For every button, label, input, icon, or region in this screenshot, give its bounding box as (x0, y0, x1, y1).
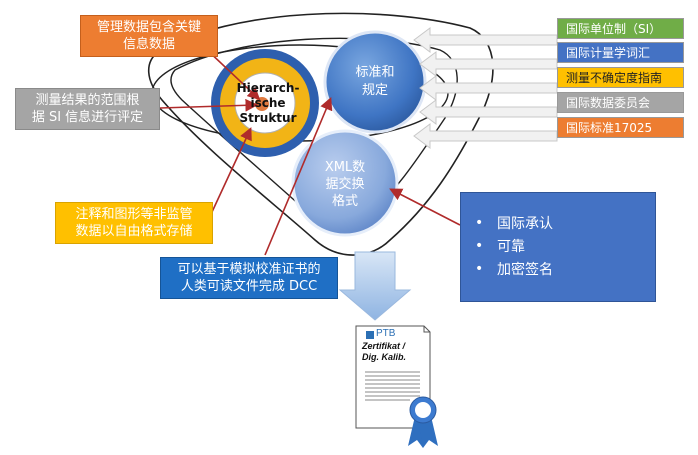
hierarchy-label: Hierarch- ische Struktur (232, 74, 304, 132)
benefit-item: • 加密签名 (475, 257, 655, 280)
callout-free-format-line: 数据以自由格式存储 (75, 224, 193, 239)
benefit-item: • 国际承认 (475, 211, 655, 234)
source-gum-label: 测量不确定度指南 (566, 71, 663, 85)
callout-si-eval-line: 测量结果的范围根 (35, 93, 140, 108)
callout-key-info-line: 管理数据包含关键 (96, 20, 201, 35)
callout-free-format: 注释和图形等非监管 数据以自由格式存储 (55, 202, 213, 244)
source-vim: 国际计量学词汇 (557, 42, 684, 63)
certificate-title: Zertifikat / Dig. Kalib. (362, 341, 428, 363)
output-arrow (338, 251, 412, 321)
standards-circle (323, 30, 427, 134)
certificate-logo: PTB (376, 328, 396, 339)
callout-human-readable-line: 人类可读文件完成 DCC (180, 279, 318, 294)
source-vim-label: 国际计量学词汇 (566, 46, 651, 60)
callout-human-readable: 可以基于模拟校准证书的 人类可读文件完成 DCC (160, 257, 338, 299)
callout-key-info-line: 信息数据 (122, 37, 175, 52)
standards-label: 标准和 规定 (335, 60, 415, 104)
benefit-label: 加密签名 (497, 261, 553, 278)
benefit-item: • 可靠 (475, 234, 655, 257)
certificate (355, 325, 438, 448)
callout-free-format-line: 注释和图形等非监管 (75, 207, 193, 222)
hierarchy-label-line: Hierarch- (236, 80, 300, 95)
benefit-label: 国际承认 (497, 215, 553, 232)
xml-label-line: XML数 (324, 159, 366, 175)
certificate-title-line: Zertifikat / (362, 341, 406, 351)
bullet-icon: • (475, 260, 484, 277)
source-gum: 测量不确定度指南 (557, 67, 684, 88)
callout-si-eval-line: 据 SI 信息进行评定 (31, 110, 144, 125)
source-codata: 国际数据委员会 (557, 92, 684, 113)
benefits-box: • 国际承认 • 可靠 • 加密签名 (460, 192, 656, 302)
hierarchy-circle-core (255, 97, 269, 111)
certificate-title-line: Dig. Kalib. (362, 352, 407, 362)
source-si-label: 国际单位制（SI） (566, 22, 662, 36)
source-iso17025: 国际标准17025 (557, 117, 684, 138)
bullet-icon: • (475, 214, 484, 231)
standards-label-line: 规定 (361, 83, 388, 98)
callout-si-eval: 测量结果的范围根 据 SI 信息进行评定 (15, 88, 160, 130)
xml-label: XML数 据交换 格式 (305, 157, 385, 211)
source-si: 国际单位制（SI） (557, 18, 684, 39)
source-arrows (413, 27, 558, 149)
callout-key-info: 管理数据包含关键 信息数据 (80, 15, 218, 57)
source-iso17025-label: 国际标准17025 (566, 121, 653, 135)
source-codata-label: 国际数据委员会 (566, 96, 651, 110)
bullet-icon: • (475, 237, 484, 254)
xml-label-line: 格式 (331, 193, 358, 209)
standards-label-line: 标准和 (355, 65, 395, 80)
xml-label-line: 据交换 (325, 176, 365, 192)
benefit-label: 可靠 (497, 238, 525, 255)
hierarchy-label-line: Struktur (239, 110, 297, 125)
callout-human-readable-line: 可以基于模拟校准证书的 (177, 262, 321, 277)
xml-circle (291, 129, 399, 237)
hierarchy-label-line: ische (250, 95, 286, 110)
